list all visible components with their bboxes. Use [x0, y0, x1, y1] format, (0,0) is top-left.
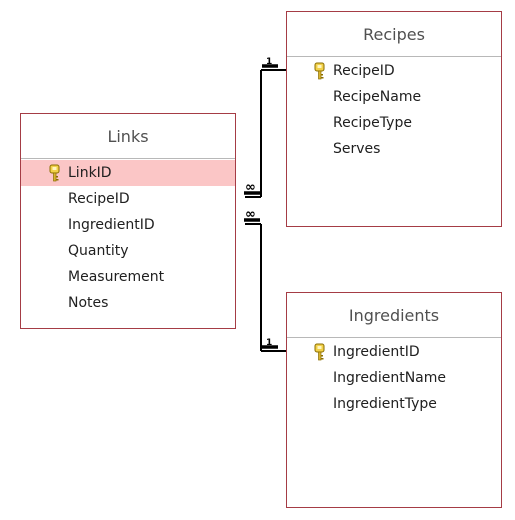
field-label: Serves [333, 141, 381, 157]
field-label: Quantity [68, 243, 129, 259]
relationship-one-label: 1 [266, 57, 272, 67]
field-label: RecipeName [333, 89, 422, 105]
field-recipename[interactable]: RecipeName [287, 84, 501, 110]
recipes-field-list: RecipeID RecipeName RecipeType Serves [287, 57, 501, 162]
relationship-ingredients-links[interactable]: ∞ 1 [244, 207, 286, 352]
key-icon [314, 62, 325, 80]
key-icon [49, 164, 60, 182]
field-label: RecipeType [333, 115, 412, 131]
field-ingredienttype[interactable]: IngredientType [287, 391, 501, 417]
field-recipeid[interactable]: RecipeID [287, 58, 501, 84]
field-label: IngredientName [333, 370, 447, 386]
relationship-many-label: ∞ [245, 180, 256, 195]
relationship-one-label: 1 [266, 338, 272, 348]
key-icon [314, 343, 325, 361]
ingredients-field-list: IngredientID IngredientName IngredientTy… [287, 338, 501, 417]
field-recipetype[interactable]: RecipeType [287, 110, 501, 136]
recipes-table[interactable]: Recipes RecipeID RecipeName RecipeType S… [286, 11, 502, 227]
field-ingredientid[interactable]: IngredientID [21, 212, 235, 238]
field-label: RecipeID [333, 63, 395, 79]
field-linkid[interactable]: LinkID [21, 160, 235, 186]
field-label: IngredientType [333, 396, 437, 412]
field-label: LinkID [68, 165, 112, 181]
table-title-ingredients[interactable]: Ingredients [287, 293, 501, 338]
field-notes[interactable]: Notes [21, 290, 235, 316]
field-label: Notes [68, 295, 109, 311]
links-table[interactable]: Links LinkID RecipeID IngredientID Quant… [20, 113, 236, 329]
field-label: IngredientID [68, 217, 155, 233]
field-quantity[interactable]: Quantity [21, 238, 235, 264]
field-serves[interactable]: Serves [287, 136, 501, 162]
relationship-many-label: ∞ [245, 207, 256, 222]
ingredients-table[interactable]: Ingredients IngredientID IngredientName … [286, 292, 502, 508]
field-label: IngredientID [333, 344, 420, 360]
relationship-recipes-links[interactable]: 1 ∞ [244, 57, 286, 198]
field-ingredientname[interactable]: IngredientName [287, 365, 501, 391]
links-field-list: LinkID RecipeID IngredientID Quantity Me… [21, 159, 235, 316]
table-title-links[interactable]: Links [21, 114, 235, 159]
table-title-recipes[interactable]: Recipes [287, 12, 501, 57]
field-label: RecipeID [68, 191, 130, 207]
field-measurement[interactable]: Measurement [21, 264, 235, 290]
field-label: Measurement [68, 269, 165, 285]
field-recipeid[interactable]: RecipeID [21, 186, 235, 212]
field-ingredientid[interactable]: IngredientID [287, 339, 501, 365]
